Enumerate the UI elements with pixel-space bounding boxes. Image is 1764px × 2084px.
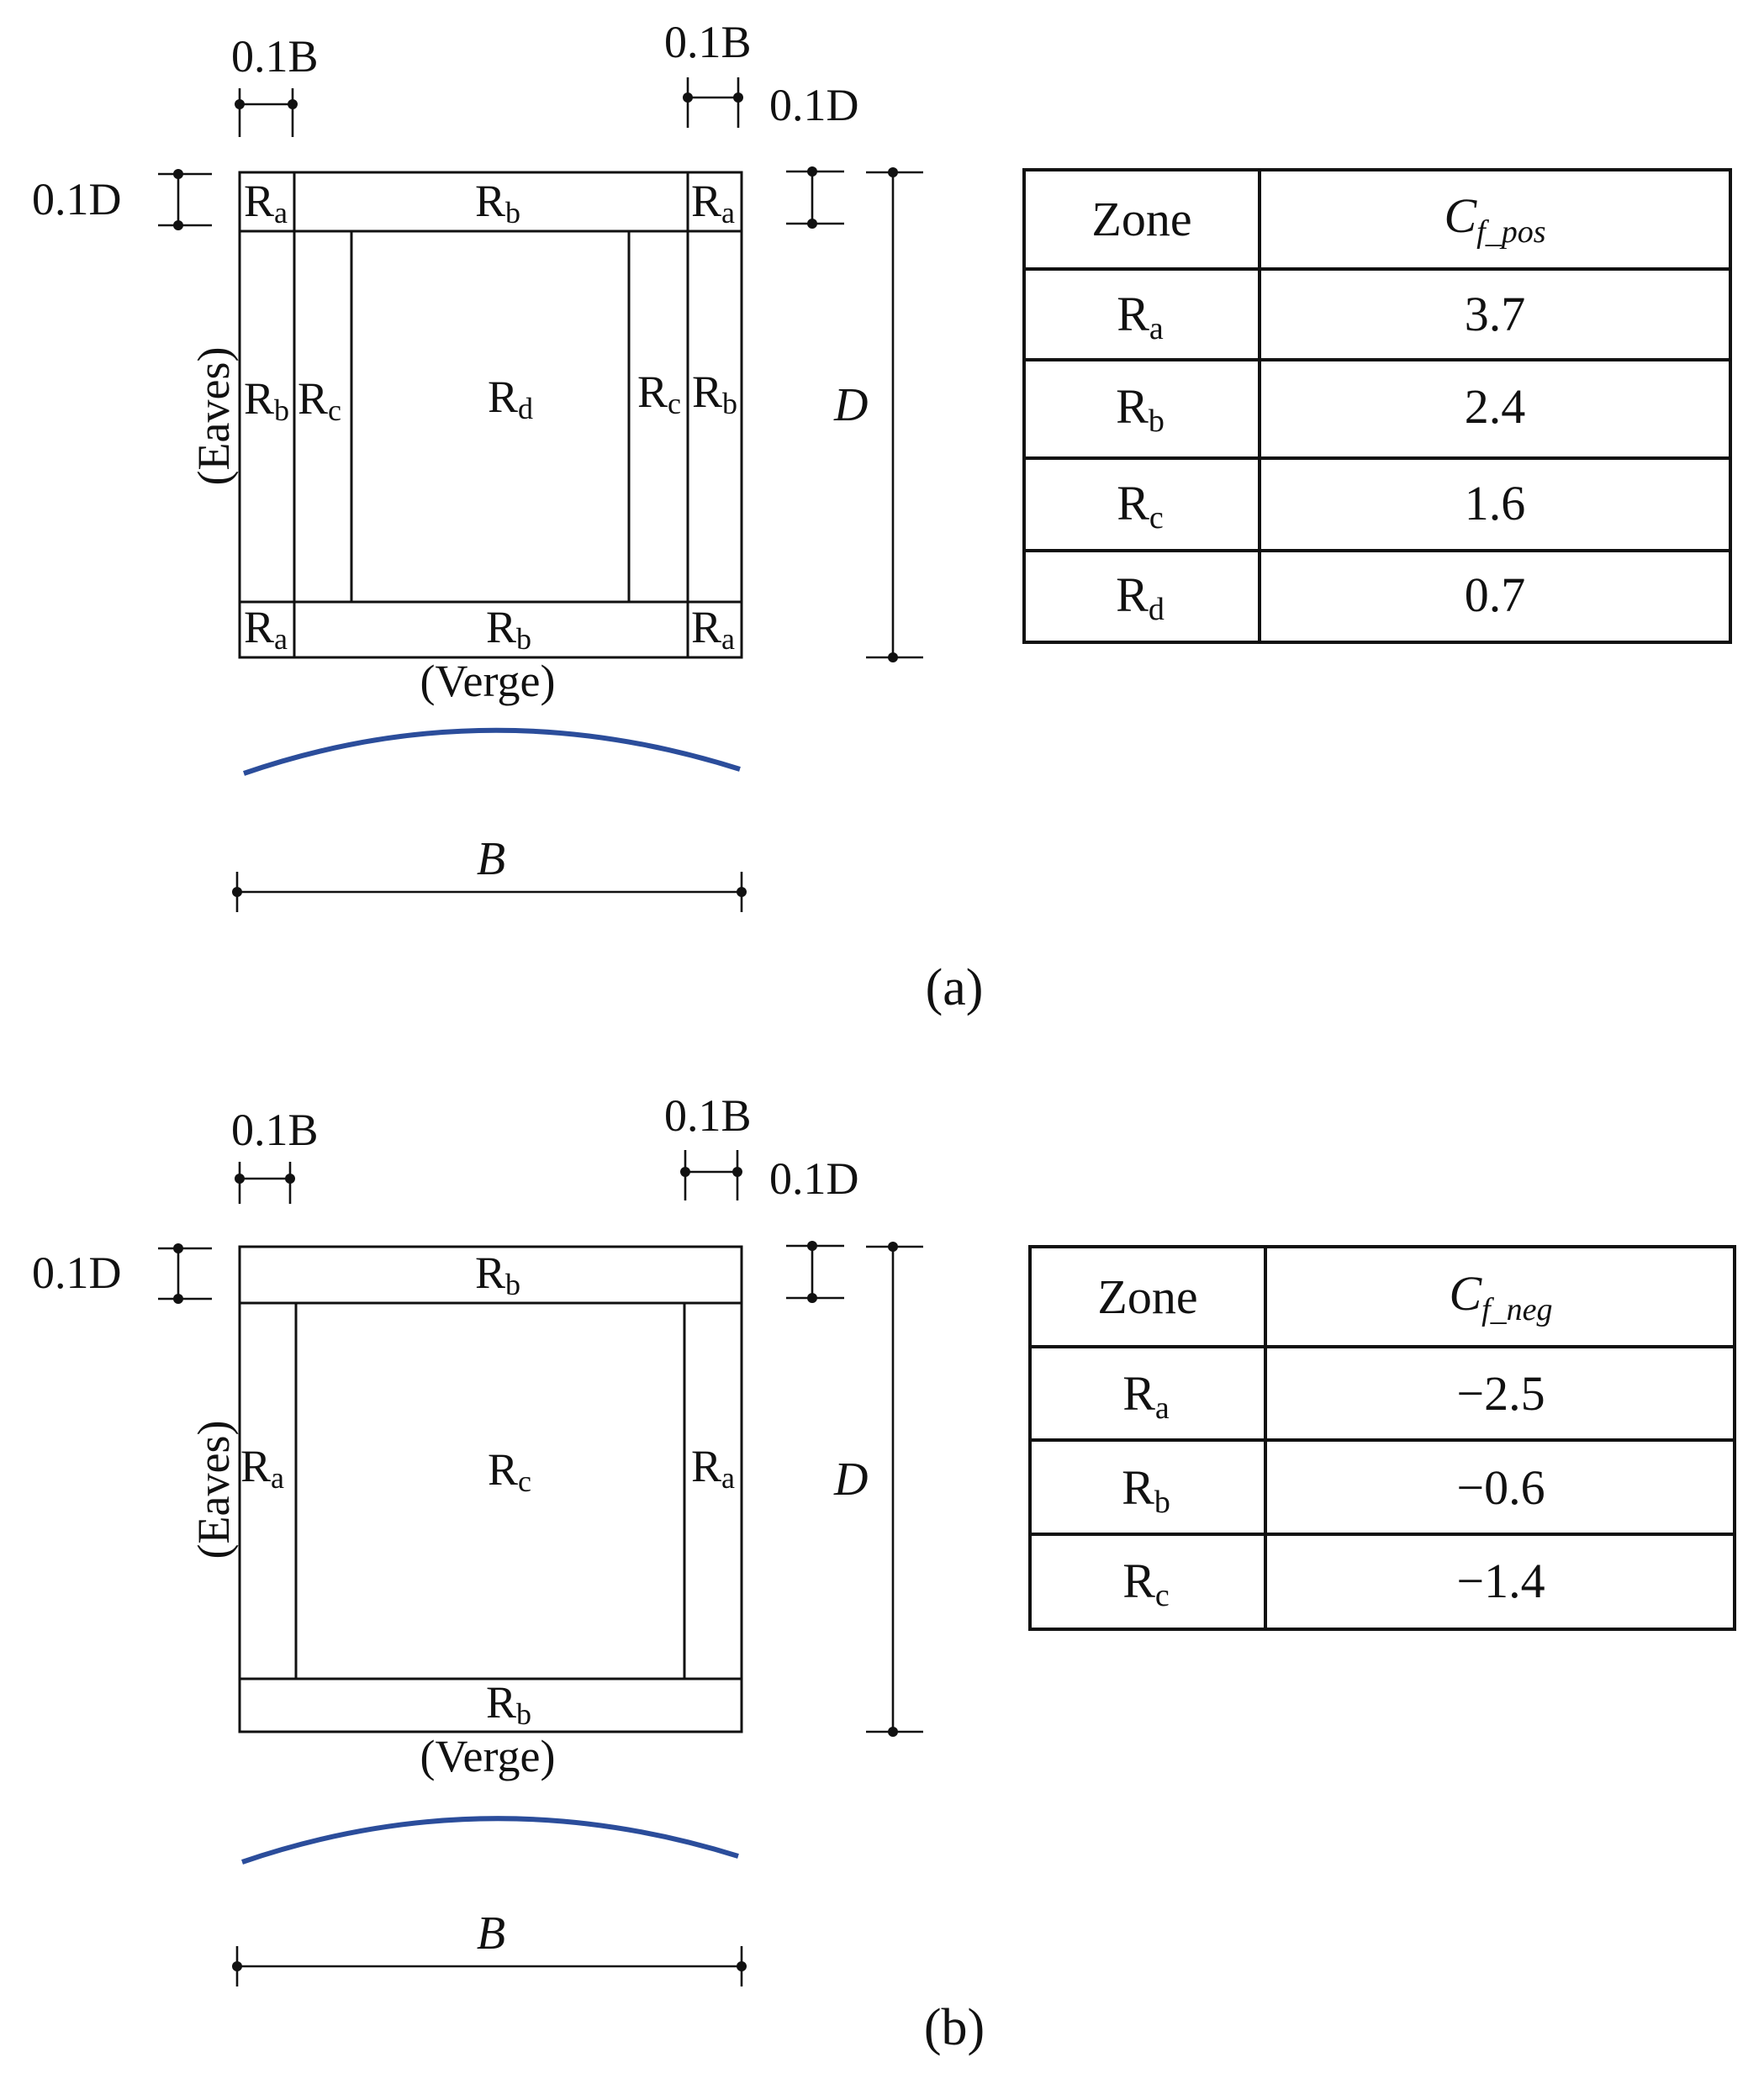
dim-label: 0.1D bbox=[32, 174, 122, 224]
dim-width-b: B bbox=[232, 1907, 747, 1986]
table-header-coefficient: Cf_pos bbox=[1444, 188, 1545, 250]
table-header-coefficient: Cf_neg bbox=[1449, 1266, 1552, 1327]
zone-rc-label: Rc bbox=[637, 367, 681, 420]
panel-caption: (a) bbox=[926, 959, 984, 1016]
zone-rd-label: Rd bbox=[488, 372, 533, 425]
table-cell-value: 0.7 bbox=[1465, 567, 1526, 622]
zone-rb-label: Rb bbox=[475, 1248, 520, 1301]
zone-labels-a: Ra Rb Ra Rb Rc Rd Rc Rb Ra Rb Ra bbox=[244, 176, 737, 656]
dim-top-left-0-1b: 0.1B bbox=[231, 31, 319, 137]
coefficient-table-neg: Zone Cf_neg Ra −2.5 Rb −0.6 Rc −1.4 bbox=[1028, 1245, 1736, 1631]
coefficient-table-pos: Zone Cf_pos Ra 3.7 Rb 2.4 Rc 1.6 Rd 0.7 bbox=[1022, 168, 1732, 644]
dim-right-0-1d-label: 0.1D bbox=[769, 1153, 859, 1204]
panel-a: 0.1B 0.1B 0.1D 0.1D bbox=[32, 17, 1732, 1016]
zone-ra-label: Ra bbox=[691, 1441, 735, 1495]
dim-right-0-1d bbox=[786, 166, 844, 229]
dim-top-right-0-1b: 0.1B bbox=[664, 1090, 752, 1200]
table-row: Rc 1.6 bbox=[1117, 476, 1525, 536]
zone-ra-label: Ra bbox=[244, 602, 288, 656]
roof-plan-a bbox=[238, 171, 743, 659]
table-cell-value: 3.7 bbox=[1465, 287, 1526, 341]
zone-rc-label: Rc bbox=[298, 373, 341, 427]
dim-label: 0.1B bbox=[231, 31, 319, 82]
zone-rb-label: Rb bbox=[692, 367, 737, 420]
table-row: Rd 0.7 bbox=[1116, 567, 1525, 627]
panel-caption: (b) bbox=[924, 1999, 985, 2056]
table-cell-zone: Ra bbox=[1122, 1366, 1170, 1426]
dim-label: 0.1B bbox=[664, 1090, 752, 1141]
zone-labels-b: Rb Ra Rc Ra Rb bbox=[240, 1248, 735, 1731]
dim-label: 0.1D bbox=[32, 1248, 122, 1298]
table-cell-value: 2.4 bbox=[1465, 379, 1526, 434]
dim-right-0-1d bbox=[786, 1241, 844, 1303]
table-header-zone: Zone bbox=[1091, 192, 1191, 246]
table-row: Ra 3.7 bbox=[1117, 287, 1525, 346]
dim-height-d: D bbox=[833, 1242, 923, 1737]
table-cell-value: −2.5 bbox=[1456, 1366, 1545, 1421]
table-cell-value: −0.6 bbox=[1456, 1460, 1545, 1515]
zone-rb-label: Rb bbox=[486, 1677, 531, 1731]
dim-top-right-0-1b: 0.1B bbox=[664, 17, 752, 128]
verge-label: (Verge) bbox=[420, 1731, 556, 1781]
verge-label: (Verge) bbox=[420, 656, 556, 706]
panel-b: 0.1B 0.1B 0.1D 0.1D bbox=[32, 1090, 1736, 2056]
table-cell-zone: Rc bbox=[1122, 1554, 1170, 1613]
dim-left-0-1d: 0.1D bbox=[32, 1243, 212, 1304]
dim-right-0-1d-label: 0.1D bbox=[769, 80, 859, 130]
roof-curve-profile bbox=[241, 1816, 739, 1865]
table-cell-zone: Rb bbox=[1122, 1460, 1170, 1520]
zone-rb-label: Rb bbox=[486, 602, 531, 656]
dim-height-d: D bbox=[833, 167, 923, 662]
table-row: Rb 2.4 bbox=[1116, 379, 1525, 439]
dim-left-0-1d: 0.1D bbox=[32, 169, 212, 230]
table-header-zone: Zone bbox=[1097, 1269, 1197, 1324]
dim-label: D bbox=[833, 379, 868, 431]
table-row: Ra −2.5 bbox=[1122, 1366, 1545, 1426]
dim-top-left-0-1b: 0.1B bbox=[231, 1105, 319, 1204]
dim-label: 0.1B bbox=[231, 1105, 319, 1155]
dim-label: B bbox=[477, 1907, 505, 1960]
dim-label: D bbox=[833, 1454, 868, 1506]
zone-rb-label: Rb bbox=[475, 176, 520, 230]
dim-label: B bbox=[477, 833, 505, 885]
table-row: Rc −1.4 bbox=[1122, 1554, 1545, 1613]
table-row: Rb −0.6 bbox=[1122, 1460, 1545, 1520]
dim-width-b: B bbox=[232, 833, 747, 912]
table-cell-value: −1.4 bbox=[1456, 1554, 1545, 1608]
roof-plan-b bbox=[238, 1245, 743, 1733]
eaves-label: (Eaves) bbox=[188, 347, 239, 486]
zone-rc-label: Rc bbox=[488, 1444, 531, 1498]
roof-curve-profile bbox=[243, 727, 741, 776]
dim-label: 0.1B bbox=[664, 17, 752, 67]
zone-ra-label: Ra bbox=[244, 176, 288, 230]
table-cell-value: 1.6 bbox=[1465, 476, 1526, 530]
table-cell-zone: Rc bbox=[1117, 476, 1164, 536]
zone-rb-label: Rb bbox=[244, 373, 289, 427]
zone-ra-label: Ra bbox=[691, 602, 735, 656]
table-cell-zone: Ra bbox=[1117, 287, 1164, 346]
table-cell-zone: Rd bbox=[1116, 567, 1165, 627]
eaves-label: (Eaves) bbox=[188, 1421, 239, 1559]
zone-ra-label: Ra bbox=[240, 1441, 284, 1495]
table-cell-zone: Rb bbox=[1116, 379, 1165, 439]
zone-ra-label: Ra bbox=[691, 176, 735, 230]
